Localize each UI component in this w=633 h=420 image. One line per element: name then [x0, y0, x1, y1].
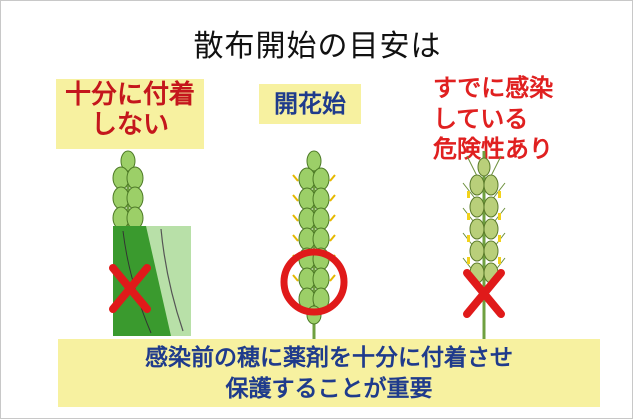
flag-leaf-vein — [160, 228, 184, 332]
stage-label-line: しない — [90, 109, 169, 140]
slide-title: 散布開始の目安は — [193, 29, 442, 64]
wheat-ear-late-stage — [462, 151, 506, 339]
stage-label-line: している — [433, 104, 529, 133]
stage-label-too-early: 十分に付着 しない — [56, 79, 204, 149]
wheat-ear-boot-stage — [109, 150, 191, 336]
stage-label-flowering-start: 開花始 — [259, 84, 361, 124]
stage-label-line: すでに感染 — [433, 74, 554, 102]
stage-label-already-infected: すでに感染 している 危険性あり — [433, 73, 593, 165]
conclusion-line: 保護することが重要 — [225, 376, 433, 402]
wheat-ear-flowering — [280, 150, 348, 341]
conclusion-banner: 感染前の穂に薬剤を十分に付着させ 保護することが重要 — [58, 339, 600, 407]
spikelets — [112, 150, 144, 230]
dangling-anthers — [467, 191, 501, 264]
stage-label-line: 危険性あり — [433, 135, 553, 164]
cross-mark — [463, 269, 505, 318]
conclusion-line: 感染前の穂に薬剤を十分に付着させ — [145, 345, 513, 371]
spikelets — [298, 150, 330, 325]
cross-mark — [109, 264, 151, 313]
spikelets — [469, 157, 499, 284]
stage-label-line: 十分に付着 — [64, 80, 195, 110]
circle-mark — [280, 248, 348, 316]
anthers — [292, 174, 336, 282]
stage-label-line: 開花始 — [274, 90, 346, 118]
